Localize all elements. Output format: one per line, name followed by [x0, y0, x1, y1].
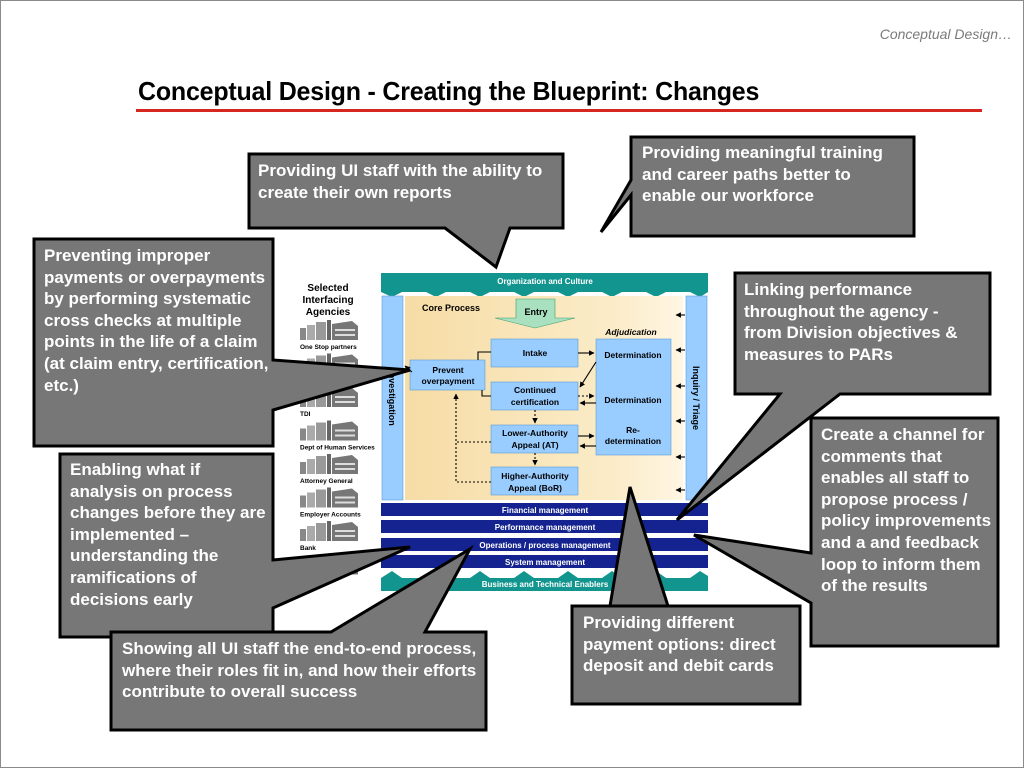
building-icon [300, 487, 358, 508]
investigation-label: Investigation [387, 370, 397, 426]
determination-1-label: Determination [604, 350, 661, 360]
callout-end-to-end: Showing all UI staff the end-to-end proc… [122, 639, 477, 702]
continued-label-2: certification [511, 397, 559, 407]
building-icon [300, 521, 358, 541]
organization-culture-label: Organization and Culture [497, 277, 593, 286]
agency-label: TDI [300, 411, 311, 418]
callout-reports: Providing UI staff with the ability to c… [258, 161, 543, 202]
higher-authority-appeal-box: Higher-Authority Appeal (BoR) [490, 466, 579, 496]
callout-linking-performance-shape [675, 271, 992, 522]
building-icon [300, 420, 358, 441]
callout-what-if-shape [58, 452, 411, 639]
callout-what-if: Enabling what if analysis on process cha… [70, 460, 266, 609]
band-system-label: System management [505, 558, 585, 567]
header-tag: Conceptual Design… [879, 26, 1012, 42]
callout-improper-payments-shape [32, 237, 411, 448]
callout-payment-options-shape [570, 486, 802, 706]
adjudication-label: Adjudication [604, 327, 656, 337]
higher-appeal-label-2: Appeal (BoR) [508, 483, 562, 493]
band-performance-label: Performance management [495, 523, 596, 532]
callout-linking-performance: Linking performance throughout the agenc… [744, 280, 958, 364]
callout-payment-options: Providing different payment options: dir… [583, 613, 776, 676]
inquiry-triage-label: Inquiry / Triage [691, 366, 701, 430]
investigation-column: Investigation [381, 295, 404, 501]
callout-reports-shape [247, 152, 565, 270]
intake-label: Intake [523, 348, 548, 358]
continued-label-1: Continued [514, 385, 556, 395]
callout-comments-channel: Create a channel for comments that enabl… [821, 425, 992, 596]
organization-culture-band: Organization and Culture [381, 273, 708, 297]
lower-appeal-label-2: Appeal (AT) [511, 440, 558, 450]
agencies-panel: Selected Interfacing Agencies One Stop p… [300, 283, 375, 586]
lower-appeal-label-1: Lower-Authority [502, 428, 568, 438]
prevent-overpayment-box: Prevent overpayment [409, 359, 486, 391]
callout-training-shape [599, 135, 916, 238]
band-operations-label: Operations / process management [479, 541, 610, 550]
redetermination-label-2: determination [605, 436, 661, 446]
callout-end-to-end-shape [109, 544, 488, 732]
entry-arrow: Entry [494, 298, 576, 329]
lower-authority-appeal-box: Lower-Authority Appeal (AT) [490, 424, 579, 454]
higher-appeal-label-1: Higher-Authority [501, 471, 569, 481]
agency-label: Attorney General [300, 478, 353, 485]
agencies-heading-1: Selected [307, 283, 348, 294]
core-process-label: Core Process [422, 303, 480, 313]
intake-box: Intake [490, 338, 579, 368]
slide-title: Conceptual Design - Creating the Bluepri… [138, 76, 760, 106]
building-icon [300, 454, 358, 474]
prevent-label-2: overpayment [422, 376, 475, 386]
continued-certification-box: Continued certification [490, 381, 579, 411]
inquiry-triage-column: Inquiry / Triage [685, 295, 708, 501]
agency-label: Bank [300, 545, 316, 552]
entry-label: Entry [524, 307, 547, 317]
callout-comments-channel-shape [693, 416, 1000, 648]
callout-improper-payments: Preventing improper payments or overpaym… [44, 246, 269, 395]
building-icon [300, 320, 358, 340]
determination-2-label: Determination [604, 395, 661, 405]
management-bands: Financial management Performance managem… [381, 503, 708, 568]
agency-label: Employer Accounts [300, 512, 361, 519]
adjudication-box: Determination Determination Re- determin… [595, 338, 672, 456]
redetermination-label-1: Re- [626, 425, 640, 435]
prevent-label-1: Prevent [432, 365, 463, 375]
agencies-heading-3: Agencies [306, 307, 351, 318]
band-financial-label: Financial management [502, 506, 589, 515]
business-technical-enablers-label: Business and Technical Enablers [482, 580, 609, 589]
agencies-heading-2: Interfacing [302, 295, 353, 306]
agency-label: One Stop partners [300, 344, 357, 351]
callout-training: Providing meaningful training and career… [642, 143, 883, 206]
title-underline [136, 109, 982, 112]
agency-label: Dept of Human Services [300, 445, 375, 452]
